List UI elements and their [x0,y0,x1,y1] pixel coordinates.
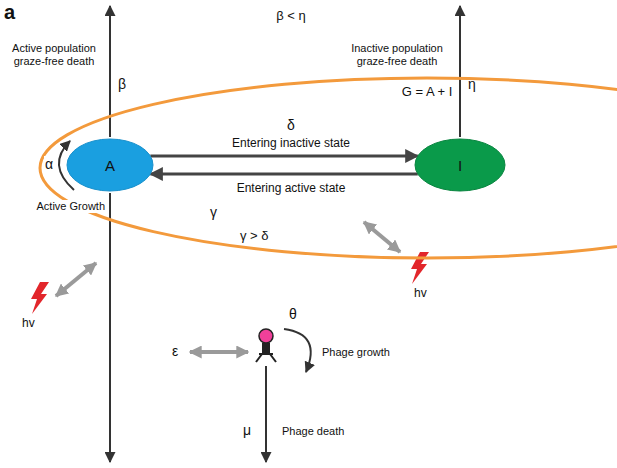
light-label: hv [22,316,35,330]
growth-loop [59,141,74,190]
rate-relation: β < η [276,8,306,24]
grazing-arrow [109,193,111,462]
light-arrow [56,263,96,296]
rate-symbol: μ [243,422,251,439]
active-population-ellipse: A [65,137,155,193]
transition-arrow [150,155,418,158]
rate-symbol: β [118,76,126,93]
transition-arrow [150,173,418,176]
rate-relation: γ > δ [240,228,269,244]
light-label: hv [414,286,427,300]
ellipse-outline [413,137,507,193]
rate-symbol: α [44,156,54,173]
death-arrow [109,6,111,137]
rate-symbol: θ [289,306,297,323]
node-letter: I [458,157,462,174]
inactive-population-ellipse: I [413,137,507,193]
rate-symbol: ε [172,343,178,360]
ellipse-outline [38,76,617,260]
panel-letter: a [4,0,15,24]
lightning-bolt [411,252,429,284]
population-ellipse: G = A + I A I [38,76,617,260]
process-label: Phage growth [322,346,390,359]
phage-growth-loop [284,329,311,372]
lightning-bolt [31,282,49,314]
phage-death-arrow [265,366,267,462]
infection-arrow [190,350,248,354]
process-label: Active population graze-free death [4,42,104,68]
rate-symbol: γ [210,204,217,221]
transition-label: Entering active state [237,181,346,195]
process-label: Inactive population graze-free death [344,42,450,68]
process-label: Active Growth [22,200,106,213]
death-arrow [459,6,461,137]
phage-icon [256,329,276,362]
rate-symbol: η [468,76,476,93]
equation-text: G = A + I [38,84,617,99]
node-letter: A [105,157,115,174]
ellipse-outline [65,137,155,193]
process-label: Phage death [282,425,344,438]
transition-label: Entering inactive state [232,136,350,150]
rate-symbol: δ [287,117,295,134]
light-arrow [364,222,400,252]
